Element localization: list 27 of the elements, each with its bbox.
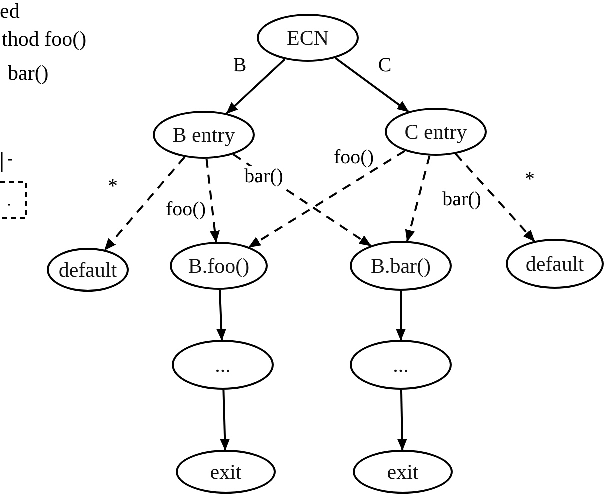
node-label: default: [526, 252, 584, 276]
node-label: ECN: [287, 26, 329, 50]
note-text: ed: [0, 0, 20, 24]
node-label: B.bar(): [370, 254, 432, 278]
node-label: ...: [393, 352, 409, 378]
arrow: [334, 57, 410, 113]
arrow: [396, 291, 406, 341]
edge-label: foo(): [165, 200, 207, 220]
note-text: thod foo(): [2, 28, 87, 52]
node-label: B entry: [172, 122, 236, 148]
node-label: exit: [387, 460, 419, 484]
edge-label: bar(): [244, 166, 284, 188]
node-label: B.foo(): [188, 254, 250, 278]
dashed-arrow: [206, 158, 220, 244]
dashed-arrow: [248, 150, 406, 248]
arrow: [216, 290, 227, 341]
node-label: ...: [215, 352, 231, 378]
edge-label: bar(): [442, 190, 482, 210]
arrow: [220, 390, 230, 451]
node-label: C entry: [404, 120, 468, 144]
arrow: [397, 390, 408, 451]
node-label: exit: [210, 460, 242, 484]
dashed-arrow: [104, 156, 186, 251]
edge-label: foo(): [333, 148, 375, 168]
note-text: bar(): [8, 62, 49, 86]
node-label: default: [58, 258, 118, 282]
dashed-arrow: [405, 156, 431, 242]
